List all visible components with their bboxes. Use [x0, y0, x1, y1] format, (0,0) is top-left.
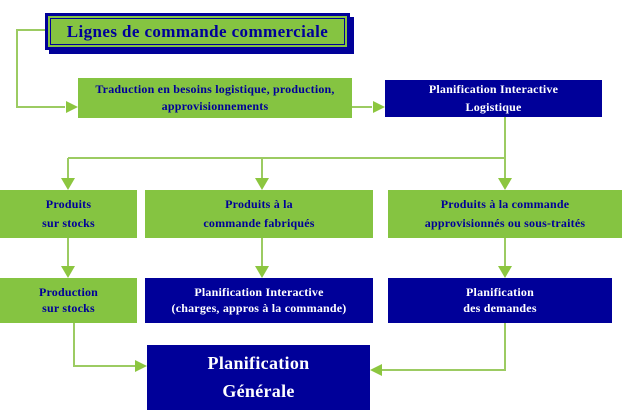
- node-produits-approvisionnes-line1: Produits à la commande: [440, 197, 570, 211]
- node-planification-interactive-charges: Planification Interactive (charges, appr…: [145, 278, 373, 323]
- node-production-stocks-line1: Production: [38, 285, 99, 299]
- connector-demandes-to-generale: [381, 323, 506, 371]
- node-produits-fabriques-line2: commande fabriqués: [203, 216, 315, 230]
- arrowhead-into-traduction: [66, 101, 78, 113]
- node-planification-generale: Planification Générale: [147, 345, 370, 410]
- node-produits-approvisionnes-line2: approvisionnés ou sous-traités: [424, 216, 586, 230]
- arrowhead-into-planification-demandes: [498, 266, 512, 278]
- node-planification-charges-line2: (charges, appros à la commande): [171, 301, 347, 315]
- node-lignes-de-commande: Lignes de commande commerciale: [45, 13, 350, 50]
- title-label: Lignes de commande commerciale: [66, 21, 329, 41]
- node-planification-logistique-line2: Logistique: [465, 99, 522, 114]
- arrowhead-right-into-generale: [370, 364, 382, 376]
- node-planification-logistique: Planification Interactive Logistique: [385, 80, 602, 117]
- arrowhead-into-production-stocks: [61, 266, 75, 278]
- node-produits-sur-stocks-line1: Produits: [45, 197, 92, 211]
- node-production-stocks-line2: sur stocks: [42, 301, 95, 315]
- arrowhead-into-logistique: [373, 101, 385, 113]
- node-traduction-besoins: Traduction en besoins logistique, produc…: [78, 78, 352, 118]
- node-planification-logistique-line1: Planification Interactive: [428, 82, 559, 97]
- arrowhead-into-planification-charges: [255, 266, 269, 278]
- node-produits-sur-stocks-line2: sur stocks: [42, 216, 95, 230]
- arrowhead-into-produits-stocks: [61, 178, 75, 190]
- node-planification-demandes-line2: des demandes: [463, 301, 537, 315]
- node-planification-des-demandes: Planification des demandes: [388, 278, 612, 323]
- node-planification-demandes-line1: Planification: [466, 285, 534, 299]
- node-planification-generale-line2: Générale: [222, 381, 295, 401]
- connector-production-to-generale: [73, 323, 136, 367]
- title-inner-border: Lignes de commande commerciale: [50, 18, 345, 45]
- node-traduction-line2: approvisionnements: [161, 99, 269, 113]
- node-production-sur-stocks: Production sur stocks: [0, 278, 137, 323]
- node-produits-commande-approvisionnes: Produits à la commande approvisionnés ou…: [388, 190, 622, 238]
- node-planification-charges-line1: Planification Interactive: [194, 285, 324, 299]
- node-produits-sur-stocks: Produits sur stocks: [0, 190, 137, 238]
- connector-title-to-traduction: [16, 29, 65, 108]
- node-produits-fabriques-line1: Produits à la: [225, 197, 293, 211]
- arrowhead-into-produits-approvisionnes: [498, 178, 512, 190]
- node-traduction-line1: Traduction en besoins logistique, produc…: [95, 81, 335, 96]
- node-planification-generale-line1: Planification: [207, 353, 310, 373]
- arrowhead-into-produits-fabriques: [255, 178, 269, 190]
- node-produits-commande-fabriques: Produits à la commande fabriqués: [145, 190, 373, 238]
- arrowhead-left-into-generale: [135, 360, 147, 372]
